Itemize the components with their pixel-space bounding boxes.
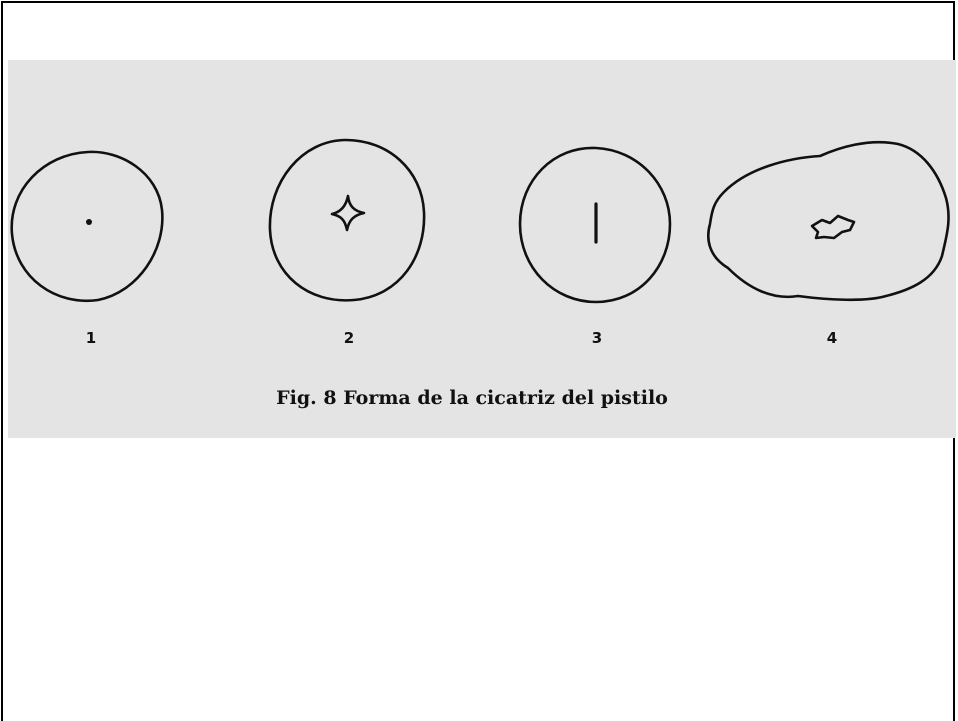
shape-number-2: 2 xyxy=(343,329,355,347)
scar-shape-3 xyxy=(518,146,672,304)
shape-number-3: 3 xyxy=(591,329,603,347)
scar-star xyxy=(330,194,366,232)
outline-round-1 xyxy=(10,150,164,303)
shape-number-1: 1 xyxy=(85,329,97,347)
scar-shapes-illustration xyxy=(10,138,950,304)
scar-shape-2 xyxy=(268,138,426,302)
outline-round-3 xyxy=(518,146,672,304)
figure-caption-row: Fig. 8 Forma de la cicatriz del pistilo xyxy=(8,385,956,411)
figure-panel: 1 2 3 4 Fig. 8 Forma de la cicatriz del … xyxy=(8,60,956,438)
scar-dot xyxy=(86,219,92,225)
figure-caption: Fig. 8 Forma de la cicatriz del pistilo xyxy=(276,387,668,409)
scar-shape-1 xyxy=(10,150,164,303)
outline-round-2 xyxy=(268,138,426,302)
scar-irregular xyxy=(810,214,856,240)
outline-irregular-4 xyxy=(707,140,950,302)
scar-shape-4 xyxy=(707,140,950,302)
shape-number-4: 4 xyxy=(826,329,838,347)
